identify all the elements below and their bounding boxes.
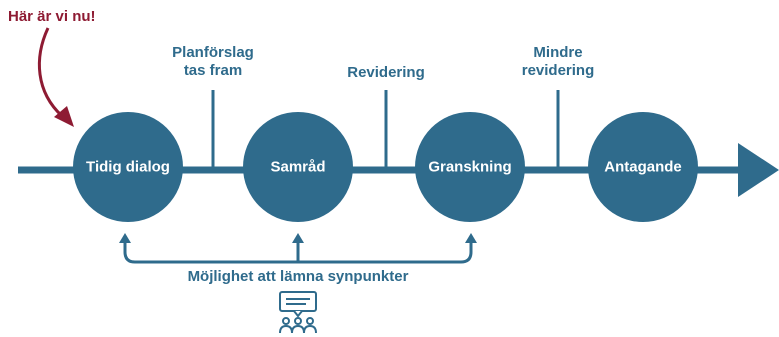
here-arrow-head — [54, 106, 74, 127]
connector-label-planforslag: Planförslag tas fram — [172, 44, 254, 79]
connector-label-mindre-revidering: Mindre revidering — [521, 44, 595, 79]
feedback-label: Möjlighet att lämna synpunkter — [187, 268, 409, 285]
up-arrow-2 — [292, 233, 304, 243]
up-arrow-3 — [465, 233, 477, 243]
circle-samrad — [243, 112, 353, 222]
timeline-arrow-head — [738, 143, 779, 197]
here-arrow — [37, 27, 64, 118]
here-label: Här är vi nu! — [8, 8, 96, 25]
feedback-people-icon — [279, 291, 317, 334]
circle-label-samrad: Samråd — [270, 158, 326, 176]
circle-label-tidig-dialog: Tidig dialog — [86, 158, 170, 176]
circle-granskning — [415, 112, 525, 222]
circle-tidig-dialog — [73, 112, 183, 222]
circle-antagande — [588, 112, 698, 222]
circle-label-antagande: Antagande — [604, 158, 682, 176]
up-arrow-1 — [119, 233, 131, 243]
circle-label-granskning: Granskning — [428, 158, 512, 176]
connector-label-revidering: Revidering — [347, 64, 425, 81]
